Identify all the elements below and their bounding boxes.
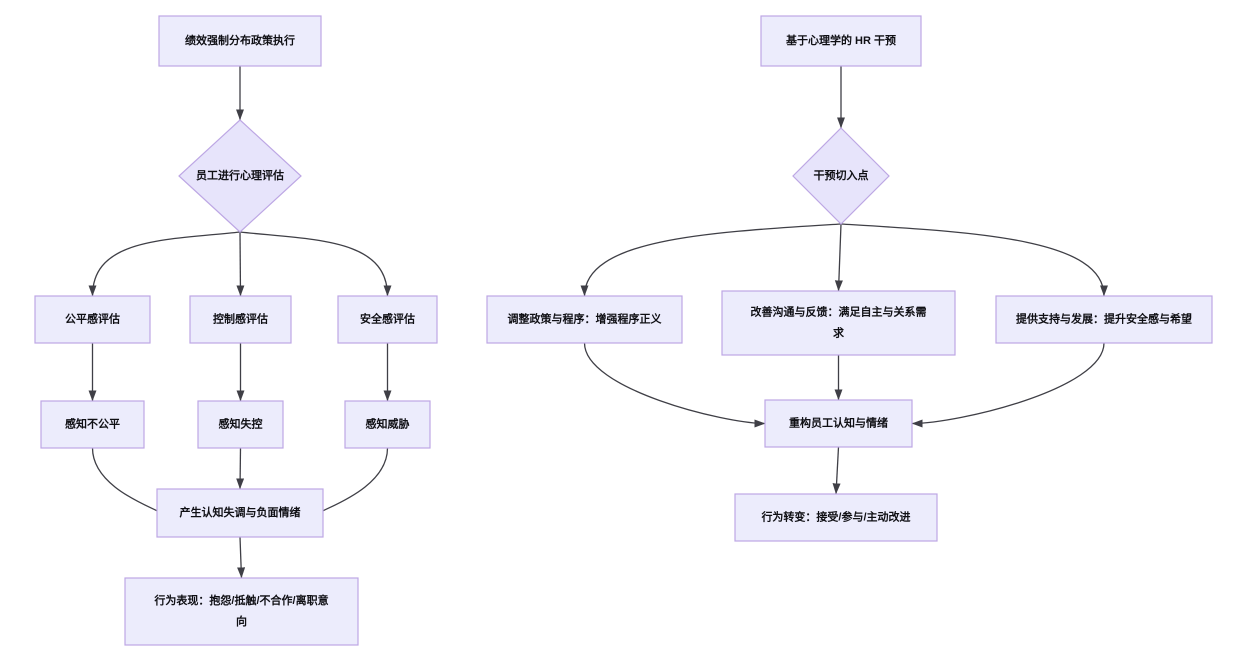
- process-node[interactable]: 安全感评估: [337, 295, 438, 344]
- process-shape: [197, 400, 284, 449]
- node-label: 员工进行心理评估: [196, 168, 284, 182]
- process-node[interactable]: 感知不公平: [40, 400, 145, 449]
- process-node[interactable]: 调整政策与程序：增强程序正义: [486, 295, 683, 344]
- node-label: 调整政策与程序：增强程序正义: [508, 311, 663, 325]
- flow-edge: [583, 342, 766, 428]
- node-label: 安全感评估: [360, 311, 415, 325]
- node-label: 公平感评估: [65, 311, 120, 325]
- process-shape: [337, 295, 438, 344]
- decision-shape: [792, 127, 890, 225]
- node-label: 感知不公平: [65, 416, 120, 430]
- process-shape: [40, 400, 145, 449]
- flow-edge: [91, 447, 168, 518]
- process-shape: [34, 295, 151, 344]
- edges-layer: [88, 66, 1109, 579]
- process-node[interactable]: 提供支持与发展：提升安全感与希望: [995, 295, 1213, 344]
- flow-edge: [239, 231, 392, 297]
- process-node[interactable]: 绩效强制分布政策执行: [158, 15, 322, 67]
- process-shape: [158, 15, 322, 67]
- node-label: 感知失控: [219, 416, 263, 430]
- decision-node[interactable]: 员工进行心理评估: [178, 119, 302, 233]
- process-node[interactable]: 改善沟通与反馈：满足自主与关系需求: [721, 290, 956, 356]
- flow-edge: [840, 223, 1109, 297]
- process-node[interactable]: 控制感评估: [189, 295, 292, 344]
- flow-edge: [88, 231, 241, 297]
- node-label: 行为转变：接受/参与/主动改进: [760, 509, 910, 523]
- process-node[interactable]: 行为转变：接受/参与/主动改进: [734, 493, 938, 542]
- node-label: 干预切入点: [814, 168, 869, 182]
- node-label: 改善沟通与反馈：满足自主与关系需求: [751, 304, 927, 339]
- process-node[interactable]: 感知威胁: [344, 400, 431, 449]
- flow-edge: [236, 231, 245, 297]
- process-shape: [156, 488, 324, 538]
- node-label: 产生认知失调与负面情绪: [180, 505, 301, 519]
- process-shape: [764, 399, 913, 448]
- process-node[interactable]: 重构员工认知与情绪: [764, 399, 913, 448]
- process-shape: [760, 15, 922, 67]
- decision-shape: [178, 119, 302, 233]
- node-label: 重构员工认知与情绪: [789, 415, 888, 429]
- process-node[interactable]: 基于心理学的 HR 干预: [760, 15, 922, 67]
- flow-edge: [832, 446, 841, 495]
- process-shape: [734, 493, 938, 542]
- node-label: 基于心理学的 HR 干预: [785, 33, 896, 47]
- flow-edge: [911, 342, 1105, 428]
- flow-edge: [580, 223, 842, 297]
- decision-node[interactable]: 干预切入点: [792, 127, 890, 225]
- node-label: 绩效强制分布政策执行: [185, 33, 295, 47]
- process-node[interactable]: 行为表现：抱怨/抵触/不合作/离职意向: [124, 577, 359, 646]
- process-node[interactable]: 产生认知失调与负面情绪: [156, 488, 324, 538]
- node-label: 提供支持与发展：提升安全感与希望: [1016, 311, 1192, 325]
- process-node[interactable]: 公平感评估: [34, 295, 151, 344]
- flow-edge: [312, 447, 389, 518]
- process-shape: [486, 295, 683, 344]
- process-shape: [995, 295, 1213, 344]
- node-label: 控制感评估: [213, 311, 268, 325]
- process-shape: [721, 290, 956, 356]
- node-label: 感知威胁: [366, 416, 410, 430]
- flow-edge: [237, 536, 246, 579]
- node-label: 行为表现：抱怨/抵触/不合作/离职意向: [153, 593, 328, 628]
- process-shape: [124, 577, 359, 646]
- flow-edge: [236, 447, 245, 490]
- process-shape: [344, 400, 431, 449]
- process-shape: [189, 295, 292, 344]
- flow-edge: [834, 223, 843, 292]
- process-node[interactable]: 感知失控: [197, 400, 284, 449]
